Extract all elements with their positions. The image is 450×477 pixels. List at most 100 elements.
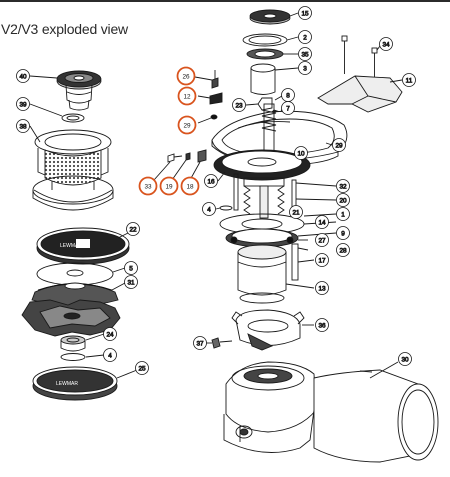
callout-4-left: 4 <box>103 348 117 362</box>
callout-2: 2 <box>298 30 312 44</box>
callout-26: 26 <box>176 66 196 86</box>
callout-25: 25 <box>135 361 149 375</box>
svg-text:14: 14 <box>318 219 326 226</box>
pawl-parts <box>209 70 223 120</box>
svg-text:25: 25 <box>138 365 146 372</box>
callout-15: 15 <box>298 6 312 20</box>
svg-text:40: 40 <box>19 73 27 80</box>
svg-text:24: 24 <box>106 331 114 338</box>
clamp-36 <box>231 309 305 351</box>
svg-text:19: 19 <box>165 183 173 190</box>
callout-29-left: 29 <box>177 115 197 135</box>
drum-housing-13 <box>237 244 287 304</box>
svg-text:10: 10 <box>297 150 305 157</box>
callouts: 40 39 38 22 5 31 24 4 25 37 15 2 35 3 34… <box>16 6 416 375</box>
callout-35: 35 <box>298 47 312 61</box>
callout-20: 20 <box>336 193 350 207</box>
screw-37 <box>211 337 233 349</box>
base-disc-25: LEWMAR <box>32 366 118 401</box>
svg-text:1: 1 <box>341 211 345 218</box>
callout-31: 31 <box>124 275 138 289</box>
callout-29-right: 29 <box>332 138 346 152</box>
callout-33: 33 <box>138 176 158 196</box>
svg-text:7: 7 <box>286 105 290 112</box>
ring-35 <box>246 48 284 60</box>
svg-text:LEWMAR: LEWMAR <box>56 381 78 387</box>
washer-4-right <box>219 205 233 211</box>
page-title: V2/V3 exploded view <box>1 21 128 37</box>
bushing-24 <box>60 335 86 352</box>
svg-text:18: 18 <box>186 183 194 190</box>
callout-7: 7 <box>281 101 295 115</box>
callout-21: 21 <box>289 205 303 219</box>
svg-text:21: 21 <box>292 209 300 216</box>
callout-14: 14 <box>315 215 329 229</box>
svg-text:3: 3 <box>303 65 307 72</box>
svg-text:4: 4 <box>207 206 211 213</box>
callout-23: 23 <box>232 98 246 112</box>
svg-text:29: 29 <box>183 122 191 129</box>
svg-text:27: 27 <box>318 237 326 244</box>
callout-5: 5 <box>124 261 138 275</box>
callout-28: 28 <box>336 243 350 257</box>
callout-18: 18 <box>180 176 200 196</box>
callout-4-right: 4 <box>202 202 216 216</box>
svg-text:2: 2 <box>303 34 307 41</box>
callout-8: 8 <box>281 88 295 102</box>
highlighted-callouts: 26 12 29 33 19 18 <box>138 66 200 196</box>
svg-text:32: 32 <box>339 183 347 190</box>
callout-36: 36 <box>315 318 329 332</box>
svg-text:31: 31 <box>127 279 135 286</box>
winch-top-cap <box>56 70 102 111</box>
svg-text:26: 26 <box>182 73 190 80</box>
callout-13: 13 <box>315 281 329 295</box>
flange-assembly <box>219 213 305 281</box>
svg-text:5: 5 <box>129 265 133 272</box>
spring-assembly <box>233 173 297 219</box>
svg-text:28: 28 <box>339 247 347 254</box>
sleeve-3 <box>250 63 276 95</box>
top-cap-15 <box>249 9 291 25</box>
svg-text:9: 9 <box>341 230 345 237</box>
plate-5 <box>36 262 114 286</box>
svg-text:30: 30 <box>401 356 409 363</box>
svg-text:37: 37 <box>196 340 204 347</box>
callout-27: 27 <box>315 233 329 247</box>
callout-9: 9 <box>336 226 350 240</box>
callout-17: 17 <box>315 253 329 267</box>
callout-16: 16 <box>204 174 218 188</box>
callout-30: 30 <box>398 352 412 366</box>
top-rule <box>0 0 450 2</box>
svg-text:20: 20 <box>339 197 347 204</box>
gearbox-motor <box>223 361 439 463</box>
callout-3: 3 <box>298 61 312 75</box>
svg-text:LEWMAR: LEWMAR <box>60 243 82 249</box>
callout-1: 1 <box>336 207 350 221</box>
callout-19: 19 <box>159 176 179 196</box>
svg-text:39: 39 <box>19 101 27 108</box>
svg-text:15: 15 <box>301 10 309 17</box>
svg-text:12: 12 <box>183 93 191 100</box>
svg-text:38: 38 <box>19 123 27 130</box>
washer-39 <box>61 113 85 123</box>
svg-text:4: 4 <box>108 352 112 359</box>
svg-text:13: 13 <box>318 285 326 292</box>
svg-text:11: 11 <box>406 77 413 84</box>
callout-10: 10 <box>294 146 308 160</box>
winch-drum <box>32 129 114 211</box>
callout-32: 32 <box>336 179 350 193</box>
callout-37: 37 <box>193 336 207 350</box>
svg-text:36: 36 <box>318 322 326 329</box>
svg-text:35: 35 <box>301 51 309 58</box>
svg-text:33: 33 <box>144 183 152 190</box>
gear-disc-22: LEWMAR <box>36 227 130 265</box>
callout-34: 34 <box>379 37 393 51</box>
ratchet-disc-16 <box>213 149 311 181</box>
callout-38: 38 <box>16 119 30 133</box>
svg-text:16: 16 <box>207 178 215 185</box>
callout-11: 11 <box>402 73 416 87</box>
svg-text:22: 22 <box>129 226 137 233</box>
svg-text:17: 17 <box>318 257 326 264</box>
svg-text:8: 8 <box>286 92 290 99</box>
